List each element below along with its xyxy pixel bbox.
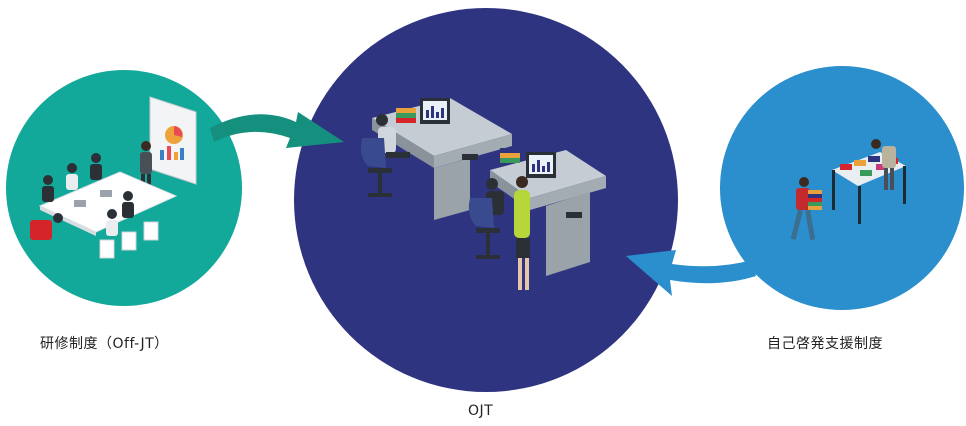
self-development-circle: [720, 66, 964, 310]
ojt-label: OJT: [468, 403, 494, 419]
arrow-selfdev-to-ojt: [626, 250, 756, 296]
bookshelf-illustration: [790, 139, 906, 241]
arrow-offjt-to-ojt: [210, 112, 344, 148]
office-illustration: [360, 98, 606, 290]
self-development-label: 自己啓発支援制度: [767, 336, 883, 352]
meeting-illustration: [30, 96, 197, 259]
offjt-circle: [6, 70, 242, 306]
offjt-label: 研修制度（Off-JT）: [40, 336, 169, 352]
